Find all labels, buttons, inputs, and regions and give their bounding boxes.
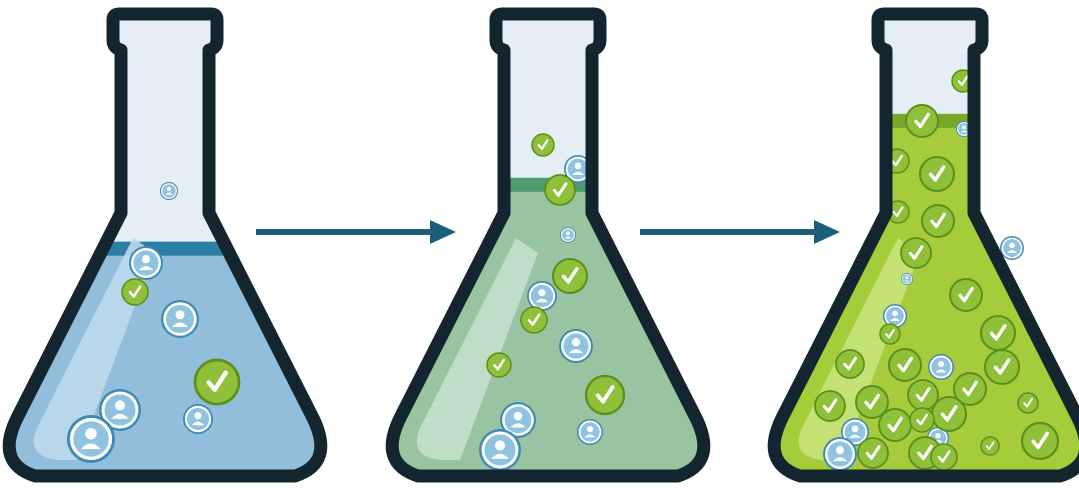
check-bubble-icon bbox=[121, 278, 149, 306]
user-bubble-icon bbox=[160, 182, 178, 200]
flask-outline bbox=[2, 7, 328, 483]
check-bubble-icon bbox=[551, 257, 589, 295]
liquid-surface bbox=[774, 113, 1079, 128]
check-bubble-icon bbox=[900, 237, 932, 269]
user-bubble-icon bbox=[1000, 236, 1024, 260]
user-bubble-icon bbox=[479, 429, 521, 471]
user-bubble-icon bbox=[928, 354, 954, 380]
check-bubble-icon bbox=[909, 407, 935, 433]
user-bubble-icon bbox=[500, 402, 536, 438]
check-bubble-icon bbox=[949, 278, 983, 312]
user-bubble-icon bbox=[564, 155, 592, 183]
bubbles-green-stage bbox=[814, 69, 1060, 471]
user-bubble-icon bbox=[129, 246, 163, 280]
user-bubble-icon bbox=[823, 437, 857, 471]
check-bubble-icon bbox=[888, 348, 922, 382]
user-bubble-icon bbox=[560, 227, 576, 243]
check-bubble-icon bbox=[918, 155, 956, 193]
user-bubble-icon bbox=[99, 389, 141, 431]
user-bubble-icon bbox=[161, 300, 199, 338]
flask-outline bbox=[767, 7, 1079, 483]
liquid-teal-stage bbox=[392, 177, 704, 476]
check-bubble-icon bbox=[193, 358, 241, 406]
flask-blue-stage bbox=[2, 7, 328, 483]
user-bubble-icon bbox=[901, 273, 913, 285]
check-bubble-icon bbox=[544, 174, 576, 206]
check-bubble-icon bbox=[980, 436, 1000, 456]
liquid-surface bbox=[9, 241, 321, 256]
check-bubble-icon bbox=[835, 349, 865, 379]
arrows-layer bbox=[256, 220, 840, 244]
check-bubble-icon bbox=[930, 395, 968, 433]
check-bubble-icon bbox=[921, 204, 955, 238]
user-bubble-icon bbox=[67, 415, 115, 463]
check-bubble-icon bbox=[879, 323, 901, 345]
check-bubble-icon bbox=[983, 348, 1021, 386]
check-bubble-icon bbox=[979, 314, 1017, 352]
user-bubble-icon bbox=[577, 419, 603, 445]
check-bubble-icon bbox=[486, 352, 512, 378]
check-bubble-icon bbox=[857, 437, 889, 469]
flask-green-stage bbox=[767, 7, 1079, 483]
user-bubble-icon bbox=[883, 304, 907, 328]
bubbles-teal-stage bbox=[479, 133, 626, 471]
right-arrow-icon bbox=[640, 220, 840, 244]
bubbles-blue-stage bbox=[67, 182, 241, 463]
flask-outline bbox=[385, 7, 711, 483]
check-bubble-icon bbox=[1020, 421, 1060, 461]
flask-teal-stage bbox=[385, 7, 711, 483]
check-bubble-icon bbox=[855, 385, 889, 419]
user-bubble-icon bbox=[527, 281, 557, 311]
flasks-layer bbox=[2, 7, 1079, 483]
check-bubble-icon bbox=[930, 443, 958, 471]
check-bubble-icon bbox=[584, 374, 626, 416]
glass-highlight bbox=[416, 238, 538, 460]
check-bubble-icon bbox=[520, 306, 548, 334]
check-bubble-icon bbox=[1017, 392, 1039, 414]
user-bubble-icon bbox=[183, 404, 213, 434]
check-bubble-icon bbox=[953, 372, 987, 406]
check-bubble-icon bbox=[905, 104, 939, 138]
user-bubble-icon bbox=[559, 329, 593, 363]
right-arrow-icon bbox=[256, 220, 456, 244]
check-bubble-icon bbox=[878, 408, 912, 442]
check-bubble-icon bbox=[814, 390, 846, 422]
check-bubble-icon bbox=[531, 133, 555, 157]
